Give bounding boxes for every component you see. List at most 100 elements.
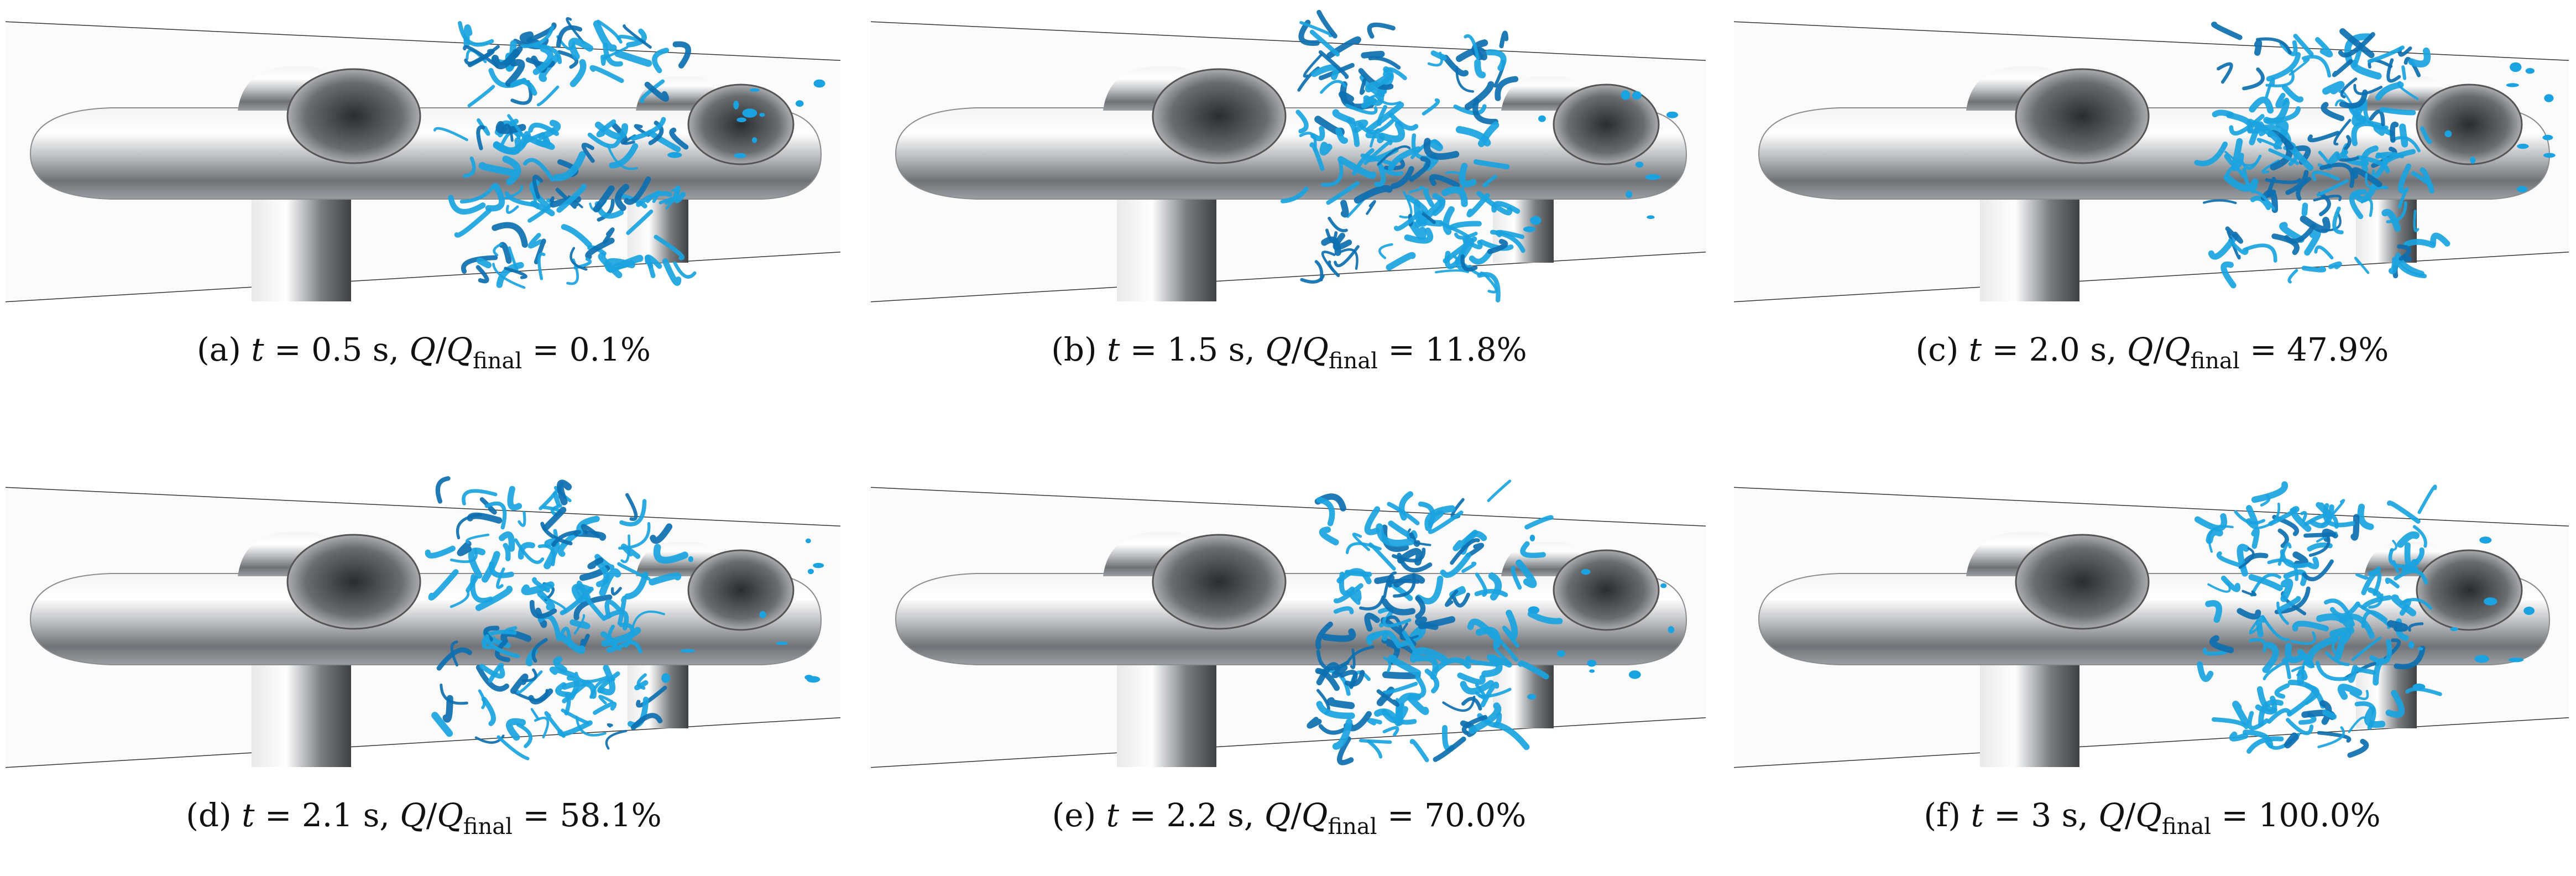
vortex-strand bbox=[556, 184, 587, 213]
vortex-strand bbox=[581, 143, 595, 163]
vortex-strand bbox=[2385, 690, 2405, 718]
vortex-strand bbox=[2249, 96, 2274, 114]
vortex-strand bbox=[662, 258, 682, 286]
vortex-strand bbox=[604, 599, 621, 619]
vortex-strand bbox=[568, 38, 594, 60]
vortex-strand bbox=[1321, 251, 1336, 271]
q-final-symbol: Q bbox=[1301, 796, 1328, 834]
vortex-strand bbox=[1480, 681, 1499, 707]
vortex-fragment bbox=[2470, 157, 2476, 164]
vortex-strand bbox=[2268, 508, 2297, 526]
vortex-strand bbox=[536, 85, 560, 107]
vortex-strand bbox=[1383, 656, 1392, 672]
vortex-fragment bbox=[2479, 536, 2492, 544]
vortex-strand bbox=[2387, 620, 2408, 632]
vortex-strand bbox=[1423, 138, 1460, 160]
vortex-strand bbox=[1383, 571, 1397, 598]
vortex-strand bbox=[1350, 648, 1356, 669]
vortex-strand bbox=[2369, 109, 2385, 127]
vortex-strand bbox=[645, 254, 662, 269]
vortex-strand bbox=[556, 479, 572, 505]
vortex-strand bbox=[532, 175, 544, 199]
vortex-strand bbox=[672, 41, 691, 69]
vortex-structures bbox=[1280, 9, 1679, 303]
vortex-strand bbox=[510, 673, 529, 694]
vortex-strand bbox=[603, 46, 629, 60]
vortex-strand bbox=[1428, 510, 1464, 534]
vortex-fragment bbox=[1647, 215, 1655, 220]
vortex-strand bbox=[493, 243, 503, 257]
vortex-strand bbox=[1520, 541, 1546, 559]
vortex-strand bbox=[1461, 715, 1488, 735]
vortex-strand bbox=[614, 184, 629, 211]
vortex-strand bbox=[2237, 608, 2261, 620]
vortex-strand bbox=[2368, 593, 2384, 609]
vortex-strand bbox=[549, 666, 576, 678]
vortex-fragment bbox=[680, 649, 695, 653]
vortex-strand bbox=[544, 538, 560, 570]
vortex-strand bbox=[1365, 72, 1393, 93]
vortex-strand bbox=[1487, 239, 1508, 254]
vortex-strand bbox=[1450, 538, 1480, 565]
vortex-strand bbox=[617, 596, 627, 626]
vortex-strand bbox=[557, 531, 578, 557]
vortex-strand bbox=[450, 548, 478, 564]
time-value: 2.0 s, bbox=[2029, 331, 2117, 368]
ratio-value: 70.0% bbox=[1424, 796, 1527, 834]
vortex-strand bbox=[2367, 45, 2405, 64]
vortex-strand bbox=[1476, 191, 1513, 216]
vortex-strand bbox=[479, 664, 505, 679]
vortex-strand bbox=[514, 538, 545, 564]
vortex-fragment bbox=[1530, 216, 1542, 225]
vortex-structures bbox=[1307, 479, 1675, 765]
equals-sign: = bbox=[254, 796, 302, 834]
vortex-strand bbox=[1461, 697, 1482, 711]
vortex-strand bbox=[2248, 574, 2283, 591]
duct-right bbox=[1553, 549, 1660, 631]
vortex-strand bbox=[1481, 654, 1503, 677]
vortex-strand bbox=[654, 234, 685, 260]
vortex-strand bbox=[2396, 531, 2420, 548]
vortex-strand bbox=[2329, 601, 2360, 618]
vortex-strand bbox=[2353, 84, 2383, 96]
flow-render-image bbox=[5, 17, 841, 303]
vortex-strand bbox=[1409, 739, 1429, 763]
vortex-strand bbox=[630, 713, 663, 731]
vortex-strand bbox=[1454, 232, 1478, 240]
vortex-strand bbox=[2354, 257, 2370, 274]
vortex-strand bbox=[2279, 40, 2298, 56]
vortex-strand bbox=[640, 79, 665, 103]
vortex-strand bbox=[2374, 152, 2388, 178]
vortex-strand bbox=[649, 572, 682, 586]
vortex-strand bbox=[1328, 216, 1348, 232]
vortex-strand bbox=[2274, 683, 2290, 699]
vortex-strand bbox=[1366, 739, 1383, 759]
vortex-strand bbox=[1307, 717, 1322, 729]
vortex-strand bbox=[1464, 34, 1480, 60]
slash: / bbox=[1291, 331, 1303, 368]
panel-tag: (e) bbox=[1052, 796, 1096, 834]
vortex-strand bbox=[2250, 573, 2281, 597]
vortex-strand bbox=[2304, 229, 2321, 256]
vortex-strand bbox=[454, 208, 492, 238]
vortex-strand bbox=[1316, 701, 1355, 719]
final-subscript: final bbox=[1328, 348, 1378, 374]
vortex-fragment bbox=[1668, 626, 1675, 634]
vortex-strand bbox=[2397, 163, 2412, 194]
vortex-strand bbox=[537, 252, 546, 280]
vortex-strand bbox=[1345, 103, 1378, 115]
vortex-strand bbox=[2279, 222, 2305, 243]
vortex-strand bbox=[435, 476, 451, 504]
vortex-strand bbox=[1488, 572, 1502, 601]
flow-render-image bbox=[870, 9, 1706, 303]
vortex-strand bbox=[510, 79, 537, 96]
vortex-strand bbox=[1316, 662, 1341, 686]
vortex-strand bbox=[1331, 664, 1348, 679]
vortex-strand bbox=[1502, 625, 1519, 648]
vortex-strand bbox=[1382, 681, 1418, 695]
vortex-fragment bbox=[661, 673, 670, 683]
vortex-strand bbox=[567, 195, 583, 208]
vortex-strand bbox=[501, 185, 524, 200]
vortex-strand bbox=[1386, 643, 1396, 649]
vortex-strand bbox=[1455, 66, 1475, 93]
